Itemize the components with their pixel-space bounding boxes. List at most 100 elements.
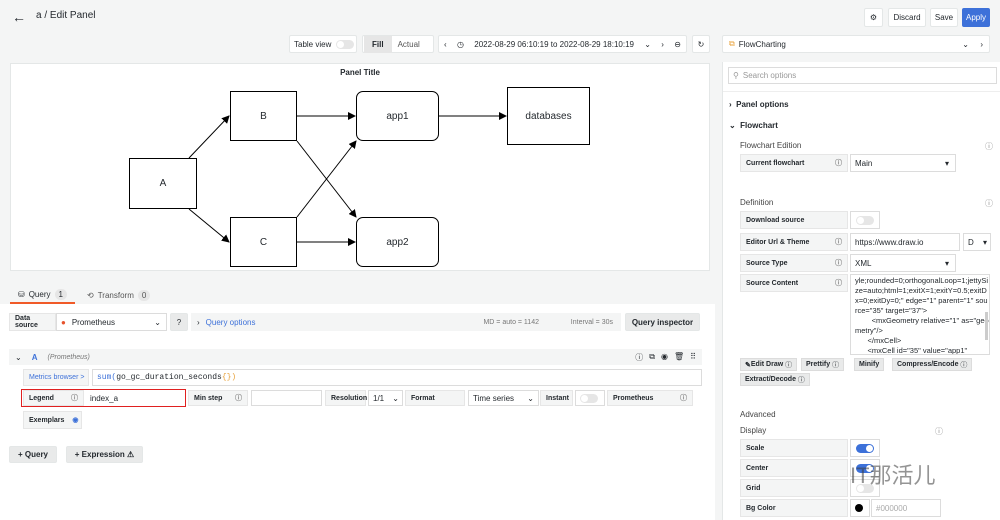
data-source-select[interactable]: ●Prometheus ⌄ [56, 313, 167, 331]
node-app1[interactable]: app1 [356, 91, 439, 141]
format-select[interactable]: Time series⌄ [468, 390, 539, 406]
add-query-button[interactable]: + Query [9, 446, 57, 463]
panel: Panel Title A B C app1 app2 databases [10, 63, 710, 271]
exemplars-toggle[interactable]: Exemplars◉ [23, 411, 82, 429]
refresh-icon: ↻ [697, 39, 705, 49]
question-icon: ? [176, 317, 182, 327]
node-a[interactable]: A [129, 158, 197, 209]
chevron-down-icon: ⌄ [644, 39, 651, 49]
query-inspector-button[interactable]: Query inspector [625, 313, 700, 331]
bg-color-box [850, 499, 870, 517]
edit-draw-button[interactable]: ✎Edit Draw ⓘ [740, 358, 798, 371]
add-expression-button[interactable]: + Expression ⚠ [66, 446, 143, 463]
download-source-label: Download source [740, 211, 848, 229]
settings-button[interactable]: ⚙ [864, 8, 883, 27]
chevron-right-icon[interactable]: › [980, 39, 983, 49]
eye-icon[interactable]: ◉ [661, 351, 668, 361]
scale-label: Scale [740, 439, 848, 457]
theme-select[interactable]: D▾ [963, 233, 991, 251]
help-button[interactable]: ? [170, 313, 188, 331]
node-app2[interactable]: app2 [356, 217, 439, 267]
gear-icon: ⚙ [869, 13, 878, 22]
trash-icon[interactable]: 🗑 [673, 351, 685, 361]
node-c[interactable]: C [230, 217, 297, 267]
chevron-down-icon: ⌄ [962, 39, 969, 49]
color-swatch[interactable] [855, 504, 863, 512]
compress-encode-button[interactable]: Compress/Encode ⓘ [892, 358, 973, 371]
tab-transform[interactable]: ⟲Transform 0 [87, 286, 151, 304]
info-icon: ⓘ [71, 395, 78, 402]
legend-input[interactable]: index_a [86, 390, 184, 406]
query-options-row[interactable]: › Query options MD = auto = 1142 Interva… [191, 313, 621, 331]
edit-icon: ✎ [745, 361, 751, 369]
prettify-button[interactable]: Prettify ⓘ [801, 358, 845, 371]
transform-icon: ⟲ [87, 290, 94, 300]
bg-color-label: Bg Color [740, 499, 848, 517]
instant-toggle-box [575, 390, 605, 406]
edge-c-app1 [296, 140, 357, 218]
chevron-down-icon: ⌄ [154, 317, 161, 327]
instant-toggle[interactable] [580, 394, 598, 403]
chevron-right-icon[interactable]: › [661, 39, 664, 49]
download-source-box [850, 211, 880, 229]
min-step-input[interactable] [251, 390, 322, 406]
query-ref-id[interactable]: A [31, 352, 38, 362]
visualization-picker[interactable]: ⧉ FlowCharting ⌄ › [722, 35, 990, 53]
duplicate-icon[interactable]: ⧉ [649, 351, 655, 361]
center-toggle[interactable] [856, 464, 874, 473]
help-icon[interactable]: ⓘ [635, 352, 644, 362]
collapse-icon[interactable]: ⌄ [15, 352, 22, 362]
edge-a-b [188, 115, 230, 159]
refresh-button[interactable]: ↻ [692, 35, 710, 53]
zoom-out-icon[interactable]: ⊖ [674, 39, 681, 49]
display-heading: Display [740, 426, 767, 435]
source-type-select[interactable]: XML▾ [850, 254, 956, 272]
node-databases[interactable]: databases [507, 87, 590, 145]
table-view-toggle[interactable]: Table view [289, 35, 357, 53]
count-badge: 1 [54, 288, 67, 300]
editor-url-input[interactable]: https://www.draw.io [850, 233, 960, 251]
fill-actual-group: Fill Actual [362, 35, 434, 53]
center-box [850, 459, 880, 477]
caret-down-icon: ▾ [982, 237, 987, 247]
current-flowchart-select[interactable]: Main▾ [850, 154, 956, 172]
grid-box [850, 479, 880, 497]
clock-icon: ◷ [456, 39, 464, 49]
apply-button[interactable]: Apply [962, 8, 990, 27]
grid-toggle[interactable] [856, 484, 874, 493]
flowchart-section[interactable]: ⌄ Flowchart [729, 121, 778, 130]
data-source-label: Data source [9, 313, 56, 331]
options-pane: ⚲Search options › Panel options ⌄ Flowch… [722, 62, 1000, 520]
bg-color-input[interactable]: #000000 [871, 499, 941, 517]
legend-highlight [21, 389, 186, 407]
search-options-input[interactable]: ⚲Search options [728, 67, 997, 84]
scale-toggle[interactable] [856, 444, 874, 453]
resolution-label: Resolution [325, 390, 367, 406]
query-expression-input[interactable]: sum(go_gc_duration_seconds{}) [92, 369, 702, 386]
node-b[interactable]: B [230, 91, 297, 141]
back-arrow-icon[interactable]: ← [12, 9, 26, 25]
extract-decode-button[interactable]: Extract/Decode ⓘ [740, 373, 810, 386]
minify-button[interactable]: Minify [854, 358, 885, 371]
panel-options-section[interactable]: › Panel options [729, 100, 789, 109]
download-source-toggle[interactable] [856, 216, 874, 225]
save-button[interactable]: Save [930, 8, 958, 27]
time-range-picker[interactable]: ‹ ◷ 2022-08-29 06:10:19 to 2022-08-29 18… [438, 35, 687, 53]
tab-query[interactable]: ⛁Query 1 [10, 286, 75, 304]
source-content-textarea[interactable]: yle;rounded=0;orthogonalLoop=1;jettySize… [850, 274, 990, 355]
discard-button[interactable]: Discard [888, 8, 926, 27]
divider [723, 91, 1000, 92]
eye-icon: ◉ [72, 417, 79, 424]
fill-button[interactable]: Fill [364, 35, 392, 53]
actual-button[interactable]: Actual [397, 39, 420, 49]
chevron-left-icon[interactable]: ‹ [444, 39, 447, 49]
drag-handle-icon[interactable]: ⠿ [690, 351, 696, 361]
count-badge: 0 [137, 289, 151, 301]
info-icon: ⓘ [785, 361, 793, 369]
scrollbar[interactable] [985, 312, 988, 340]
instant-label: Instant [540, 390, 573, 406]
metrics-browser-button[interactable]: Metrics browser > [23, 369, 89, 386]
resolution-select[interactable]: 1/1⌄ [368, 390, 403, 406]
